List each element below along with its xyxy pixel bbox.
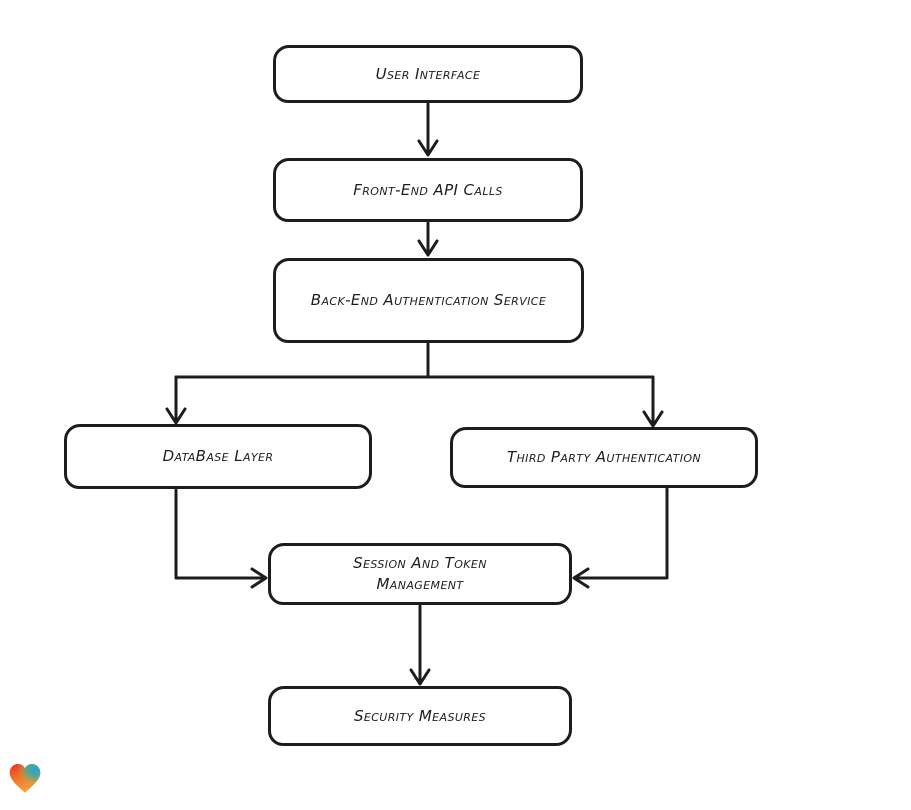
node-back-end-auth-service: Back-End Authentication Service: [273, 258, 584, 343]
node-label: User Interface: [375, 64, 481, 83]
eraser-heart-logo-icon: [9, 764, 41, 793]
node-third-party-authentication: Third Party Authentication: [450, 427, 758, 488]
node-security-measures: Security Measures: [268, 686, 572, 746]
node-label: Security Measures: [353, 706, 487, 725]
node-front-end-api-calls: Front-End API Calls: [273, 158, 583, 222]
node-session-token-management: Session And Token Management: [268, 543, 572, 605]
edge-ui-to-frontend: [417, 102, 439, 157]
node-label: Third Party Authentication: [506, 448, 702, 466]
edge-session-to-security: [409, 604, 431, 686]
node-label: Front-End API Calls: [353, 180, 503, 199]
edge-database-to-session: [174, 488, 268, 589]
node-label: Back-End Authentication Service: [310, 291, 547, 309]
node-label: DataBase Layer: [162, 447, 274, 465]
edge-frontend-to-backend: [417, 221, 439, 257]
node-database-layer: DataBase Layer: [64, 424, 372, 489]
node-user-interface: User Interface: [273, 45, 583, 103]
edge-thirdparty-to-session: [572, 487, 669, 589]
node-label: Session And Token Management: [353, 554, 487, 593]
edge-backend-branch: [165, 342, 664, 428]
